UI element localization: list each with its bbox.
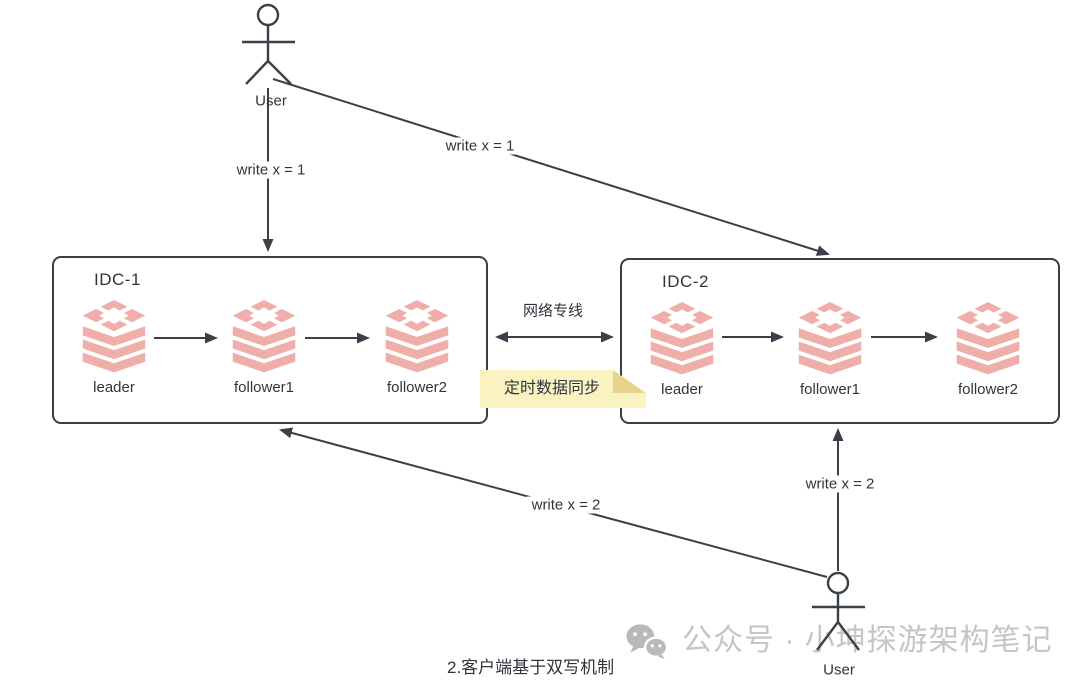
- write-x2-diagonal-label: write x = 2: [526, 496, 606, 514]
- redis-stack-icon: [72, 300, 156, 374]
- node-label: leader: [93, 379, 135, 396]
- redis-stack-icon: [946, 302, 1030, 376]
- redis-stack-icon: [788, 302, 872, 376]
- wechat-icon: [626, 623, 668, 659]
- watermark: 公众号 · 小坤探游架构笔记: [626, 622, 1053, 660]
- sync-note-text: 定时数据同步: [503, 380, 600, 397]
- caption: 2.客户端基于双写机制: [447, 658, 615, 677]
- redis-stack-icon: [222, 300, 306, 374]
- node-label: follower2: [957, 381, 1019, 398]
- idc2-follower1-node: follower1: [788, 302, 872, 398]
- idc1-follower1-node: follower1: [222, 300, 306, 396]
- top-user-label: User: [255, 92, 287, 110]
- top-user-figure: [242, 3, 295, 85]
- idc2-follower2-node: follower2: [946, 302, 1030, 398]
- write-x1-diagonal-label: write x = 1: [440, 137, 520, 155]
- redis-stack-icon: [640, 302, 724, 376]
- node-label: follower1: [799, 381, 861, 398]
- idc2-leader-node: leader: [640, 302, 724, 398]
- node-label: follower1: [233, 379, 295, 396]
- idc2-box: IDC-2 leader follower1 follower2: [620, 258, 1060, 424]
- idc2-title: IDC-2: [662, 272, 709, 291]
- write-x2-vertical-label: write x = 2: [800, 475, 880, 493]
- node-label: follower2: [386, 379, 448, 396]
- node-label: leader: [661, 381, 703, 398]
- redis-stack-icon: [375, 300, 459, 374]
- write-x1-vertical-label: write x = 1: [231, 161, 311, 179]
- network-link-label: 网络专线: [517, 299, 589, 321]
- watermark-text: 公众号 · 小坤探游架构笔记: [682, 624, 1053, 657]
- idc1-title: IDC-1: [94, 270, 141, 289]
- bottom-user-label: User: [823, 661, 855, 679]
- idc1-box: IDC-1 leader follower1 follower2: [52, 256, 488, 424]
- arrow-topuser-to-idc2: [272, 78, 830, 256]
- sync-note: 定时数据同步: [480, 370, 646, 408]
- idc1-follower2-node: follower2: [375, 300, 459, 396]
- idc1-leader-node: leader: [72, 300, 156, 396]
